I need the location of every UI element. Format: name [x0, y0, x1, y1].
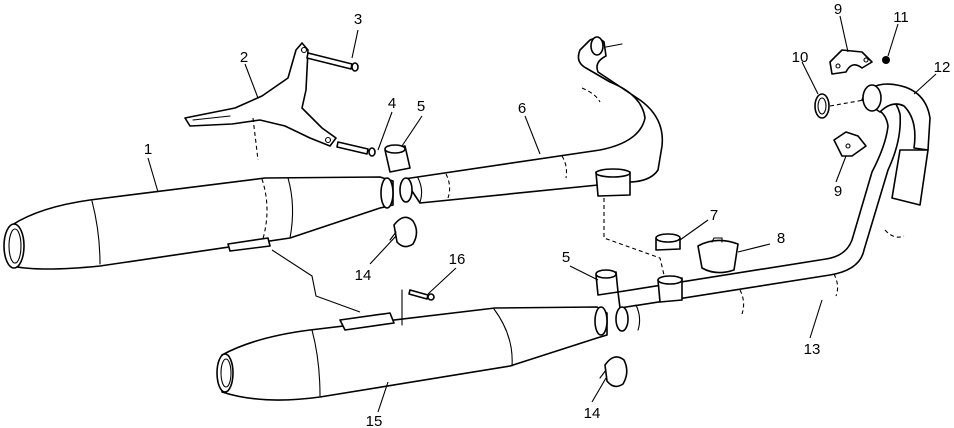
- part-11-nut: [882, 56, 890, 64]
- part-10-port-gasket: [814, 93, 830, 119]
- assembly-lines: [252, 99, 865, 313]
- callout-2: 2: [240, 49, 248, 66]
- part-4-bolt: [336, 141, 376, 157]
- part-16-bolt: [408, 289, 435, 301]
- callout-6: 6: [518, 100, 526, 117]
- part-14-clamp-upper: [389, 216, 418, 248]
- part-5-bushing-upper: [384, 144, 411, 173]
- callout-14: 14: [584, 405, 601, 422]
- part-9-flange-lower: [833, 131, 867, 157]
- callout-8: 8: [777, 230, 785, 247]
- callout-5: 5: [417, 98, 425, 115]
- callout-16: 16: [449, 251, 466, 268]
- leader-lines: [147, 15, 937, 413]
- callout-7: 7: [710, 207, 718, 224]
- part-15-lower-muffler: [216, 289, 608, 401]
- callout-14: 14: [355, 267, 372, 284]
- callout-9: 9: [834, 1, 842, 18]
- part-3-bolt: [306, 52, 359, 72]
- callout-15: 15: [366, 413, 383, 428]
- part-6-upper-head-pipe: [399, 36, 664, 204]
- callout-4: 4: [388, 95, 396, 112]
- part-5-bushing-lower: [595, 269, 619, 296]
- callout-10: 10: [792, 49, 809, 66]
- callout-9: 9: [834, 183, 842, 200]
- callout-13: 13: [804, 341, 821, 358]
- part-12-head-pipe-bend: [861, 83, 931, 238]
- part-7-gasket: [655, 233, 681, 251]
- part-8-shield-clamp: [697, 237, 739, 274]
- part-9-flange-upper: [829, 49, 873, 75]
- part-2-bracket: [184, 42, 337, 147]
- part-14-clamp-lower: [599, 356, 628, 388]
- callout-5: 5: [562, 249, 570, 266]
- part-1-upper-muffler: [3, 176, 394, 270]
- callout-12: 12: [934, 59, 951, 76]
- callout-1: 1: [144, 141, 152, 158]
- callout-11: 11: [893, 9, 909, 26]
- callout-3: 3: [354, 11, 362, 28]
